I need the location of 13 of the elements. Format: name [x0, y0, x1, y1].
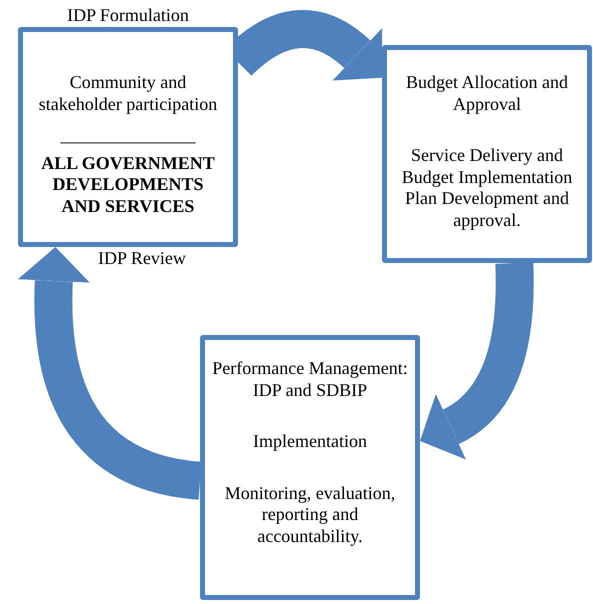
box-heading: IDP Formulation: [66, 5, 190, 27]
box-text: Implementation: [253, 431, 367, 453]
curved-arrow: [18, 246, 202, 500]
box-text: _______________: [60, 125, 196, 147]
process-box: [382, 45, 592, 263]
box-text: ALL GOVERNMENT DEVELOPMENTS AND SERVICES: [40, 152, 216, 218]
box-text: Service Delivery and Budget Implementation Plan Development and approval.: [400, 145, 574, 232]
box-text: Community and stakeholder participation: [38, 72, 218, 116]
process-box: [200, 335, 420, 600]
box-text: Budget Allocation and Approval: [405, 72, 569, 116]
node-caption: IDP Review: [98, 248, 186, 269]
box-text: Performance Management: IDP and SDBIP: [211, 358, 409, 402]
box-text: Monitoring, evaluation, reporting and accountability.: [224, 482, 396, 548]
